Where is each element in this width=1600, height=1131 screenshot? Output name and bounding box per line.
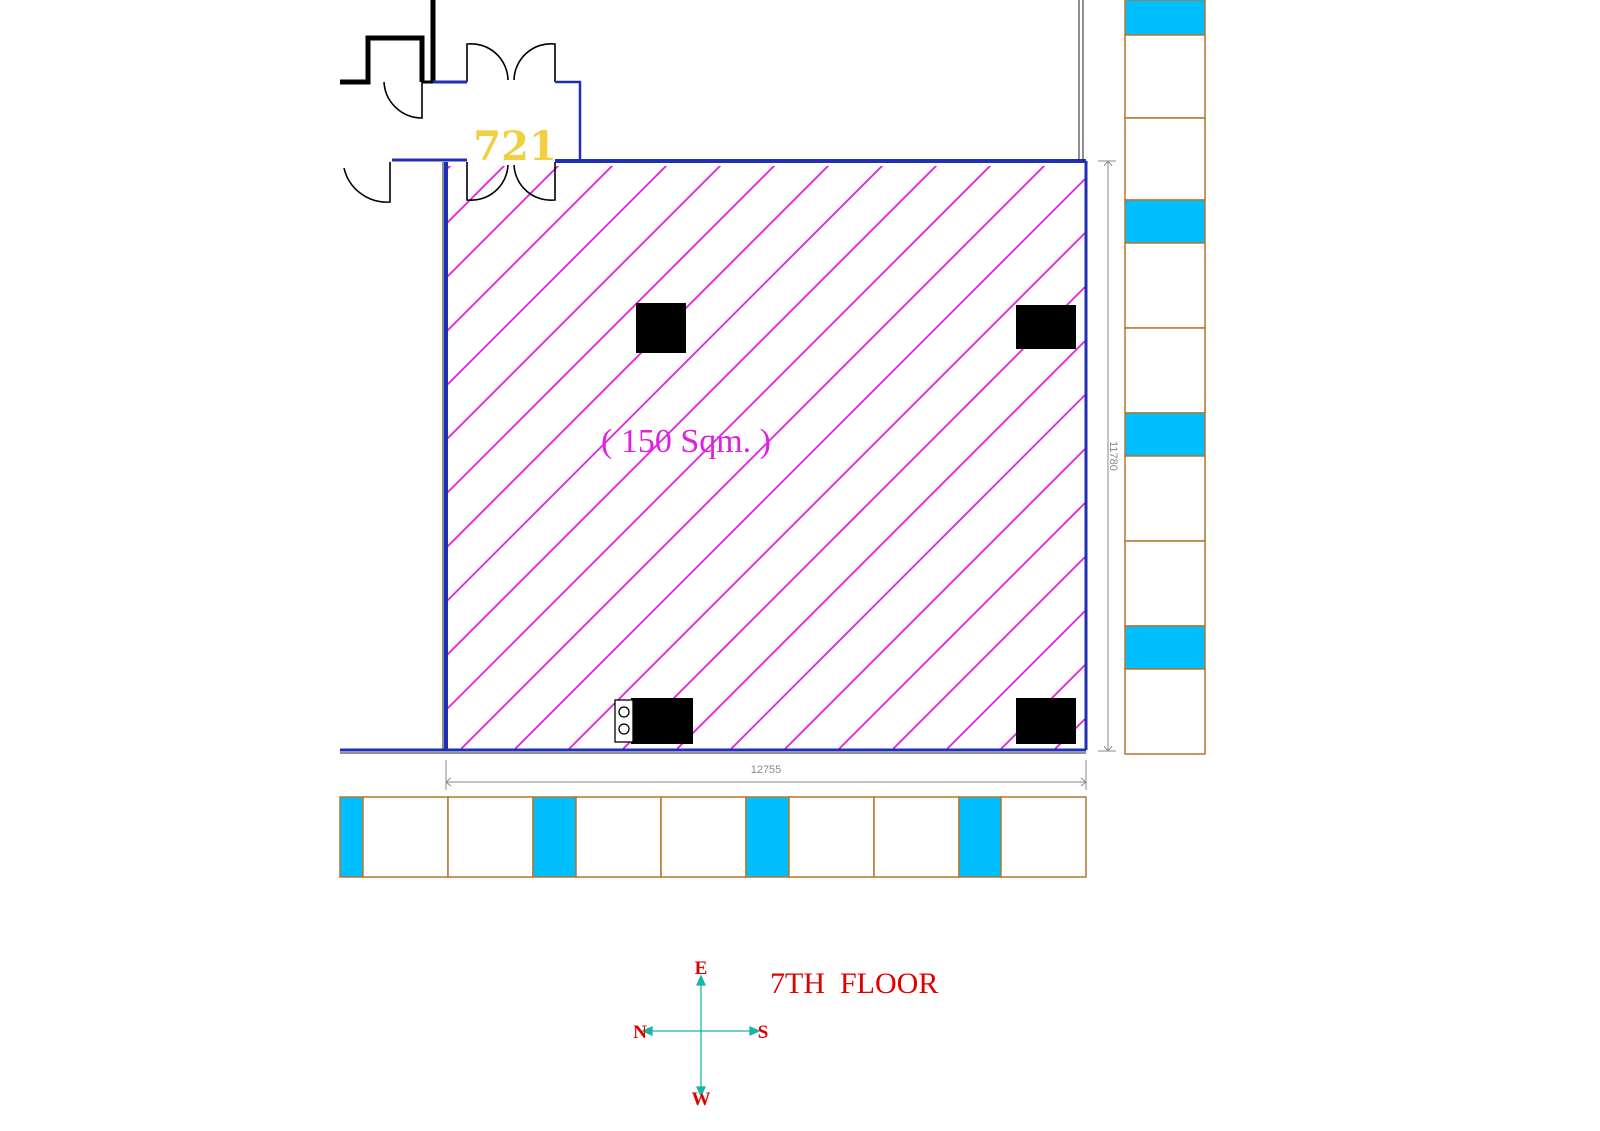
window-glass-pane bbox=[1124, 625, 1206, 670]
hatch-line bbox=[512, 176, 1086, 750]
hatched-area bbox=[0, 0, 1600, 900]
window-panel bbox=[575, 796, 662, 878]
room-walls bbox=[340, 80, 1088, 752]
hatch-line bbox=[566, 230, 1086, 750]
hatch-line bbox=[0, 0, 400, 900]
window-panel bbox=[1124, 668, 1206, 755]
column-top-left bbox=[636, 303, 686, 353]
hatch-line bbox=[782, 446, 1086, 750]
floor-label: 7TH FLOOR bbox=[770, 967, 938, 1000]
hatch-line bbox=[446, 166, 830, 550]
compass: E W N S bbox=[633, 958, 768, 1110]
hatch-line bbox=[0, 0, 454, 900]
hatch-line bbox=[728, 392, 1086, 750]
dimension-lines bbox=[445, 160, 1116, 790]
area-label: ( 150 Sqm. ) bbox=[601, 423, 771, 460]
window-panel bbox=[1124, 242, 1206, 329]
window-glass-pane bbox=[1124, 199, 1206, 244]
hatch-line bbox=[446, 166, 938, 658]
hatch-line bbox=[446, 166, 776, 496]
window-panel bbox=[1124, 117, 1206, 201]
compass-west: W bbox=[692, 1089, 711, 1110]
dimension-width-label: 12755 bbox=[751, 764, 782, 776]
window-strip-south bbox=[339, 796, 1087, 878]
window-glass-pane bbox=[745, 796, 790, 878]
window-glass-pane bbox=[958, 796, 1002, 878]
dimension-height-label: 11780 bbox=[1107, 441, 1119, 471]
hatch-line bbox=[1052, 716, 1086, 750]
window-panel bbox=[1000, 796, 1087, 878]
window-panel bbox=[447, 796, 534, 878]
wall-edges bbox=[340, 0, 1086, 754]
window-panel bbox=[1124, 327, 1206, 414]
outlet-fixture bbox=[614, 699, 634, 743]
window-glass-pane bbox=[1124, 412, 1206, 457]
hatch-line bbox=[0, 0, 508, 900]
window-panel bbox=[1124, 540, 1206, 627]
hatch-line bbox=[446, 166, 506, 226]
window-glass-pane bbox=[532, 796, 577, 878]
hatch-line bbox=[674, 338, 1086, 750]
column-bottom-left bbox=[631, 698, 693, 744]
hatch-line bbox=[998, 662, 1086, 750]
window-glass-pane bbox=[1124, 0, 1206, 36]
window-glass-pane bbox=[339, 796, 364, 878]
window-panel bbox=[362, 796, 449, 878]
window-panel bbox=[1124, 455, 1206, 542]
hatch-line bbox=[458, 166, 1046, 750]
compass-north: N bbox=[633, 1022, 647, 1043]
window-panel bbox=[788, 796, 875, 878]
compass-east: E bbox=[695, 958, 708, 979]
window-panel bbox=[660, 796, 747, 878]
column-bottom-right bbox=[1016, 698, 1076, 744]
structural-columns bbox=[631, 303, 1076, 744]
compass-south: S bbox=[758, 1022, 769, 1043]
room-number: 721 bbox=[473, 123, 557, 170]
hatch-line bbox=[958, 0, 1600, 900]
window-panel bbox=[873, 796, 960, 878]
hatch-line bbox=[446, 166, 884, 604]
window-panel bbox=[1124, 34, 1206, 119]
window-strip-east bbox=[1124, 0, 1206, 755]
door-swings bbox=[343, 42, 556, 203]
adjacent-walls bbox=[340, 0, 436, 85]
column-top-right bbox=[1016, 305, 1076, 349]
hatch-line bbox=[446, 166, 992, 712]
compass-arrows bbox=[641, 974, 761, 1098]
hatch-line bbox=[620, 284, 1086, 750]
